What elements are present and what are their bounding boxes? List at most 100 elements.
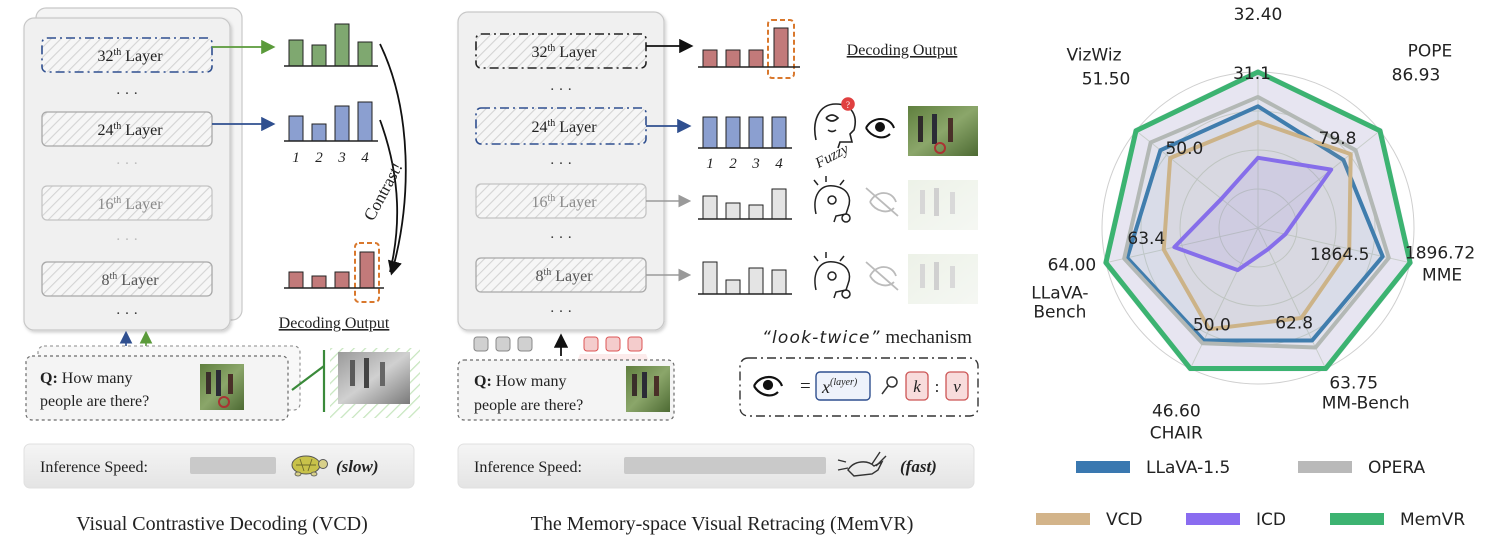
memvr-decoding-output: Decoding Output <box>847 42 958 59</box>
vcd-layer-stack <box>23 17 231 331</box>
vcd-speed-meter <box>190 457 276 474</box>
vcd-decoding-output: Decoding Output <box>279 315 390 332</box>
confused-head-icon: ? <box>814 97 856 149</box>
axis-baseline-vizwiz: 50.0 <box>1165 139 1203 159</box>
memvr-dots-3: · · · <box>550 230 573 246</box>
svg-text:24th Layer: 24th Layer <box>531 118 597 136</box>
svg-text:Q: How many: Q: How many <box>40 370 132 387</box>
memvr-caption: The Memory-space Visual Retracing (MemVR… <box>531 513 914 535</box>
vcd-layer-16: 16th Layer <box>41 185 213 221</box>
memvr-hist-gray-16 <box>698 188 792 220</box>
retrieve-icon <box>881 376 898 395</box>
legend-swatch-icd <box>1186 513 1240 525</box>
legend-swatch-llava-1-5 <box>1076 461 1130 473</box>
axis-max-pope: 86.93 <box>1392 66 1441 86</box>
eye-icon <box>865 118 895 139</box>
memvr-layer-24: 24th Layer <box>475 107 647 145</box>
memvr-dots-4: · · · <box>550 304 573 320</box>
svg-text:1: 1 <box>706 156 714 172</box>
thinking-head-icon <box>813 176 851 223</box>
vcd-hist-output <box>284 242 384 303</box>
svg-text:4: 4 <box>361 150 369 166</box>
vcd-axis-labels: 1 2 3 4 <box>292 150 369 166</box>
svg-text:Inference Speed:: Inference Speed: <box>474 459 582 476</box>
axis-name-chair: CHAIR <box>1150 424 1203 444</box>
legend-label-opera: OPERA <box>1368 458 1425 478</box>
look-twice-title: “look-twice” mechanism <box>762 327 972 348</box>
svg-text:16th Layer: 16th Layer <box>97 195 163 213</box>
svg-text::: : <box>935 377 940 396</box>
radar-series-memvr <box>1103 69 1413 372</box>
vcd-dots-4: · · · <box>116 306 139 322</box>
legend-swatch-vcd <box>1036 513 1090 525</box>
svg-text:=: = <box>800 376 811 397</box>
look-twice-formula: = x(layer) k : v <box>739 357 979 417</box>
memvr-dots-2: · · · <box>550 156 573 172</box>
memvr-photo-faded-16 <box>908 180 978 230</box>
svg-text:4: 4 <box>775 156 783 172</box>
memvr-speed-meter <box>624 457 826 474</box>
memvr-panel: 32th Layer · · · 24th Layer · · · 16th L… <box>457 11 979 535</box>
memvr-hist-blue <box>698 116 792 149</box>
axis-name-mm-vet: MM-Vet <box>1227 0 1289 5</box>
memvr-layer-16: 16th Layer <box>475 183 647 219</box>
svg-text:people are there?: people are there? <box>40 393 149 410</box>
legend-swatch-memvr <box>1330 513 1384 525</box>
vcd-contrast-label: Contrast! <box>360 159 406 224</box>
svg-text:16th Layer: 16th Layer <box>531 193 597 211</box>
svg-text:v: v <box>953 377 961 396</box>
axis-baseline-mm-vet: 31.1 <box>1233 64 1271 84</box>
svg-text:?: ? <box>846 100 850 110</box>
radar-spoke-3 <box>1257 227 1327 369</box>
vcd-speed-bar: Inference Speed: (slow) <box>23 443 415 489</box>
vcd-dots-1: · · · <box>116 86 139 102</box>
svg-text:2: 2 <box>729 156 737 172</box>
vcd-dots-3: · · · <box>116 232 139 248</box>
axis-baseline-mm-bench: 62.8 <box>1275 313 1313 333</box>
thinking-head-icon-2 <box>813 252 851 299</box>
axis-name-llava-bench-1: Bench <box>1033 303 1086 323</box>
memvr-photo <box>626 366 670 412</box>
axis-baseline-pope: 79.8 <box>1319 129 1357 149</box>
legend-label-vcd: VCD <box>1106 510 1143 530</box>
axis-baseline-chair: 50.0 <box>1193 315 1231 335</box>
radar-spoke-5 <box>1105 227 1259 264</box>
svg-text:8th Layer: 8th Layer <box>101 271 159 289</box>
svg-text:Inference Speed:: Inference Speed: <box>40 459 148 476</box>
memvr-layer-8: 8th Layer <box>475 257 647 293</box>
legend-label-llava-1-5: LLaVA-1.5 <box>1146 458 1230 478</box>
svg-text:2: 2 <box>315 150 323 166</box>
turtle-icon <box>291 455 328 477</box>
radar-series-icd <box>1172 155 1334 273</box>
memvr-layer-stack <box>457 11 665 331</box>
memvr-layer-32: 32th Layer <box>475 33 647 69</box>
axis-name-vizwiz: VizWiz <box>1067 46 1122 66</box>
legend-label-icd: ICD <box>1256 510 1286 530</box>
fuzzy-label: Fuzzy <box>812 141 852 172</box>
svg-text:24th Layer: 24th Layer <box>97 121 163 139</box>
vcd-layer-8: 8th Layer <box>41 261 213 297</box>
axis-max-mme: 1896.72 <box>1405 244 1475 264</box>
memvr-visual-tokens <box>473 336 533 352</box>
vcd-layer-24: 24th Layer <box>41 111 213 147</box>
vcd-photo <box>200 364 244 410</box>
svg-text:people are there?: people are there? <box>474 397 583 414</box>
axis-max-llava-bench: 64.00 <box>1048 256 1097 276</box>
chart-legend: LLaVA-1.5 OPERA VCD ICD MemVR <box>1036 458 1465 530</box>
svg-text:8th Layer: 8th Layer <box>535 267 593 285</box>
eye-off-icon-2 <box>865 261 899 291</box>
svg-text:32th Layer: 32th Layer <box>531 43 597 61</box>
vcd-contrast-arrow-2 <box>379 119 399 273</box>
memvr-hist-gray-8 <box>698 261 792 295</box>
vcd-question-box: Q: How many people are there? <box>25 355 289 421</box>
svg-text:x(layer): x(layer) <box>821 377 858 397</box>
vcd-noisy-photo <box>338 352 410 404</box>
vcd-noise-bracket <box>291 350 326 412</box>
svg-text:Q: How many: Q: How many <box>474 373 566 390</box>
vcd-layer-32: 32th Layer <box>41 37 213 73</box>
legend-label-memvr: MemVR <box>1400 510 1465 530</box>
radar-series-vcd <box>1161 119 1353 332</box>
axis-name-llava-bench-0: LLaVA- <box>1031 284 1088 304</box>
svg-text:32th Layer: 32th Layer <box>97 47 163 65</box>
svg-text:3: 3 <box>337 150 346 166</box>
